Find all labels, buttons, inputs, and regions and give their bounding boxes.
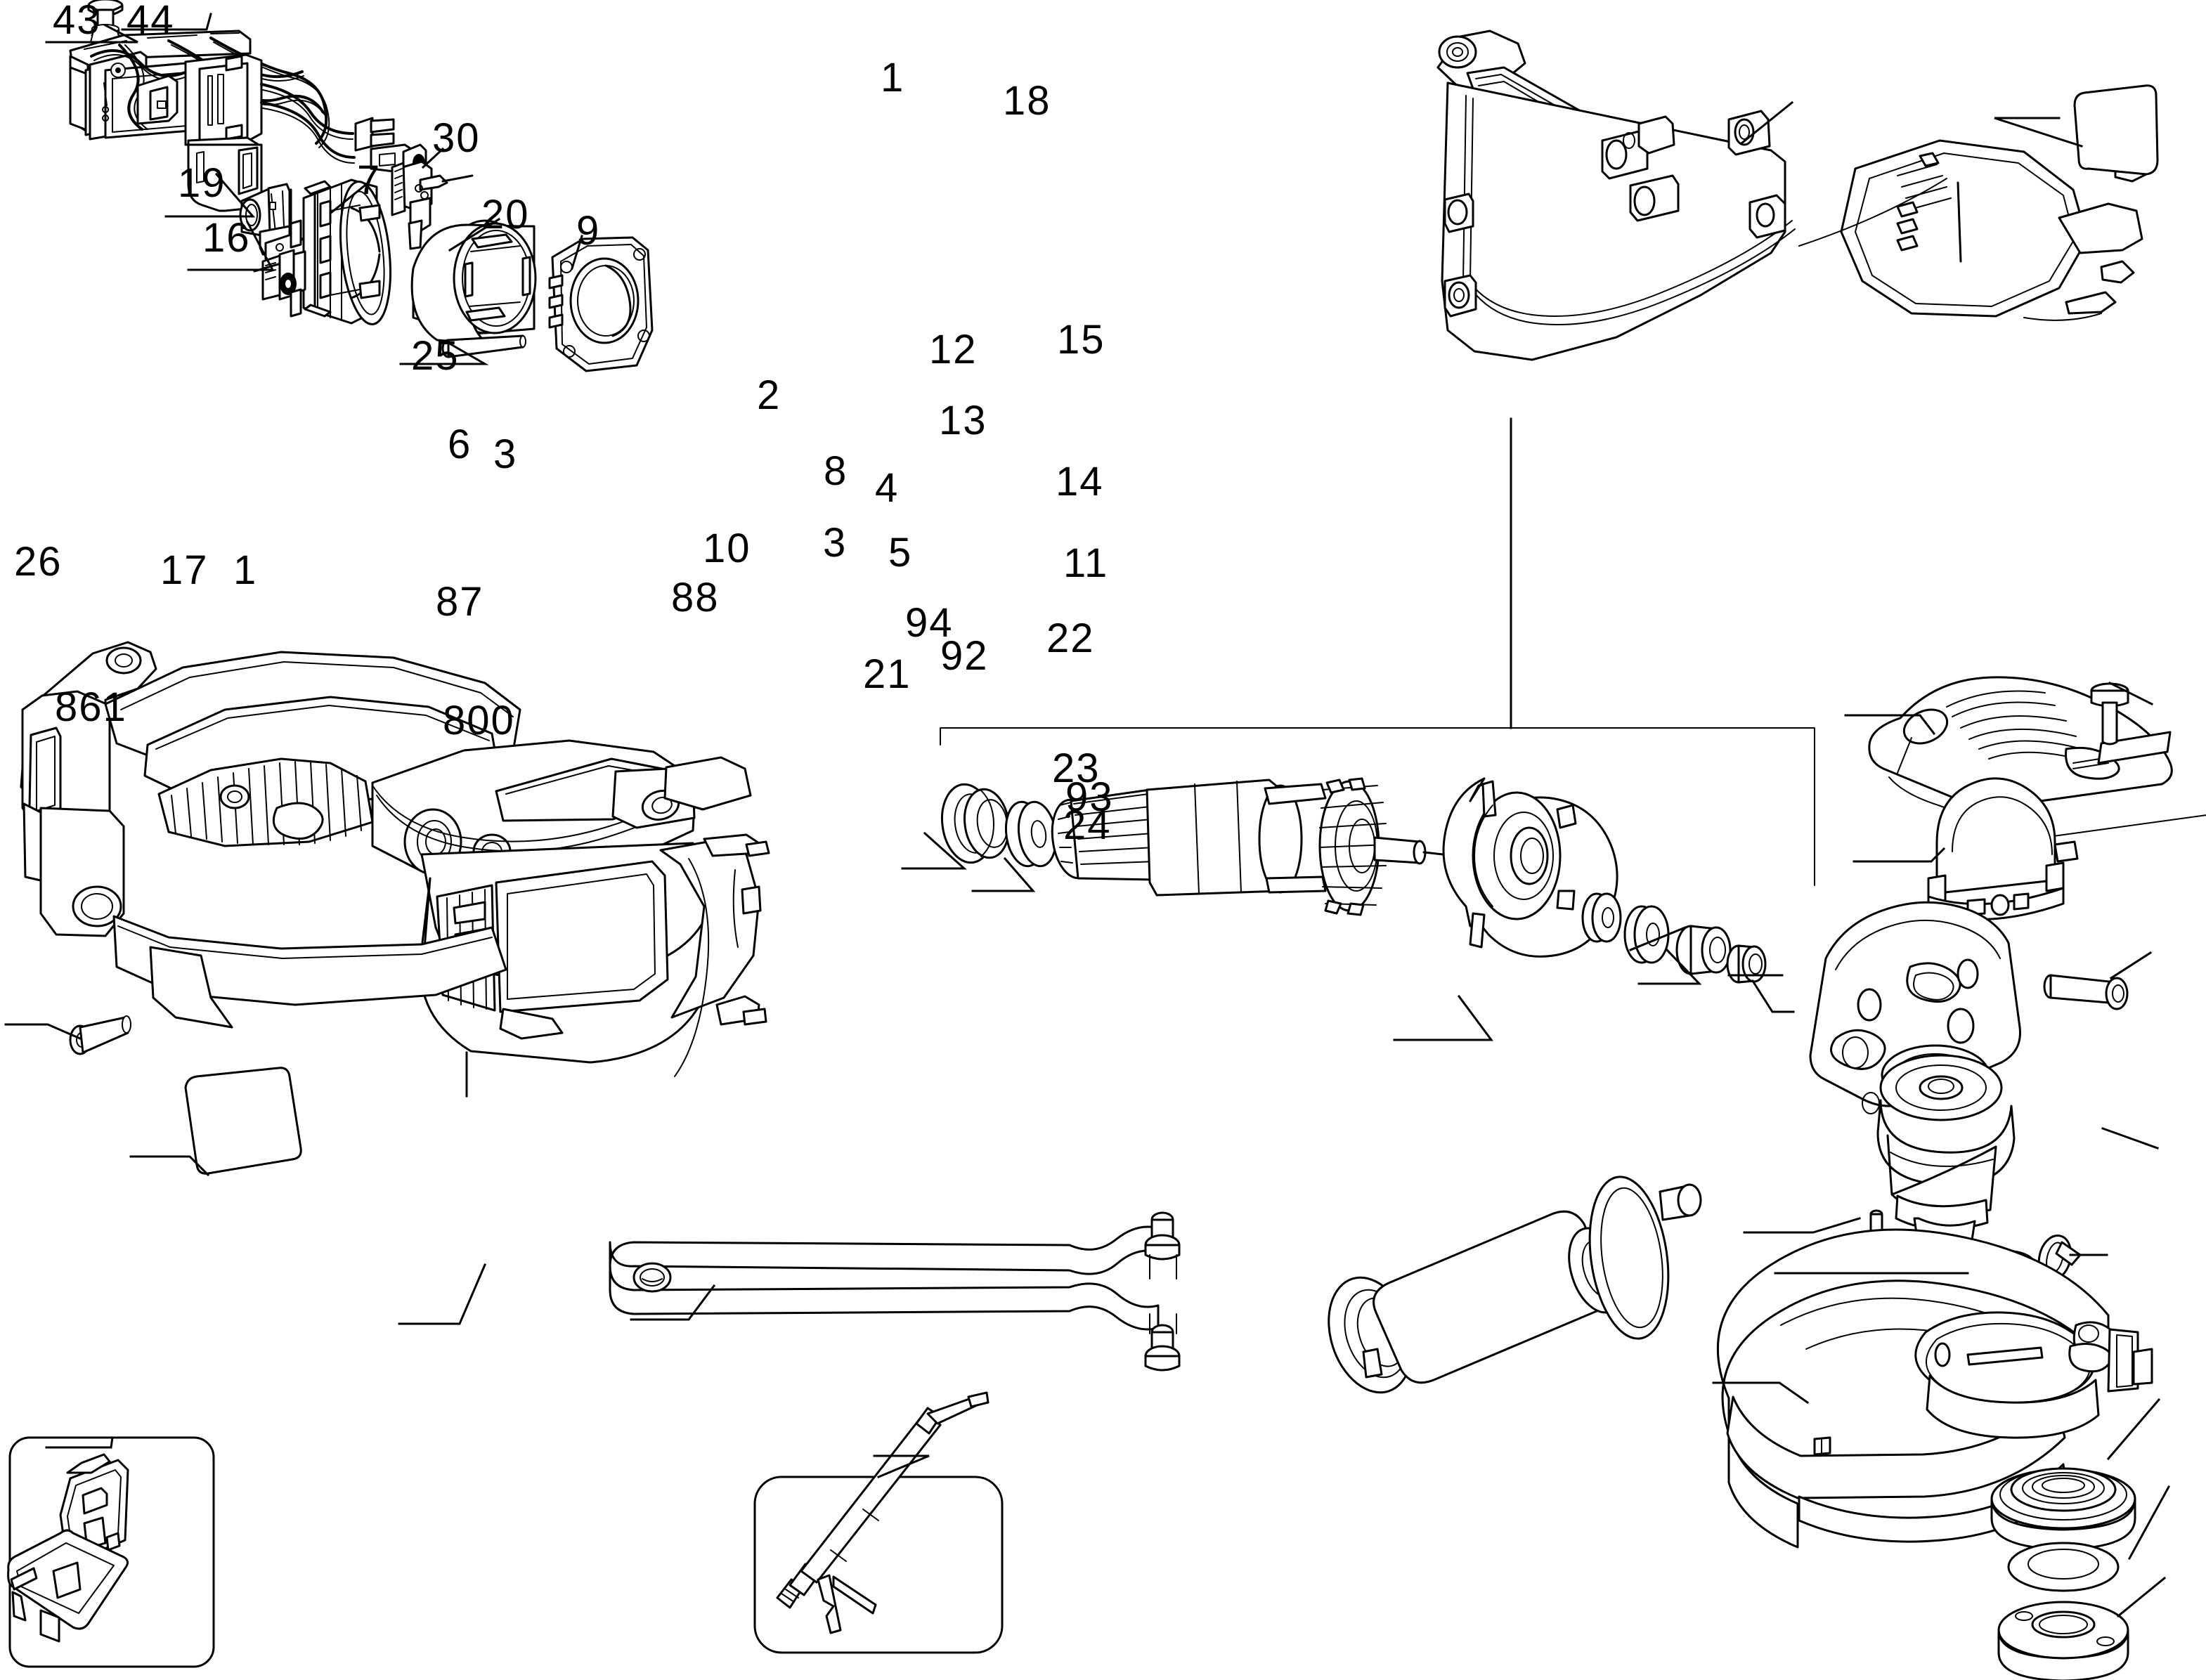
- callout-5-retaining-nut: 5: [888, 530, 913, 575]
- part-44-lock-button: [87, 0, 124, 28]
- part-861-kit-box: [7, 1453, 129, 1643]
- callout-15-screw: 15: [1057, 317, 1105, 363]
- callout-26-pin: 26: [14, 539, 63, 585]
- part-1-housing-half-right: [1436, 30, 2150, 361]
- part-9-baffle-plate: [548, 236, 654, 372]
- callout-1-housing-half: 1: [233, 547, 258, 593]
- part-2-armature-bracket: [940, 727, 1815, 886]
- callout-93-washer-flange: 93: [1065, 774, 1114, 820]
- callout-1-housing-half: 1: [881, 55, 905, 100]
- callout-2-armature-assembly: 2: [757, 372, 781, 418]
- callout-12-gear-cover: 12: [929, 327, 978, 372]
- boxed-item-861: [7, 1436, 215, 1668]
- part-12-gear-cover: [1868, 676, 2206, 838]
- part-6-bearing: [941, 783, 1010, 864]
- part-24-clamp-nut: [1997, 1601, 2129, 1680]
- callout-87-spanner-wrench: 87: [436, 579, 484, 625]
- callout-800-grease-gun: 800: [443, 698, 515, 743]
- callout-44-lock-button: 44: [126, 0, 175, 43]
- callout-11-gear-case-assembly: 11: [1063, 540, 1109, 586]
- callout-43-spring: 43: [53, 0, 101, 43]
- part-88-side-handle: [1328, 1176, 1702, 1394]
- callout-861-kit-box: 861: [55, 684, 127, 730]
- callout-94-screw-small: 94: [905, 600, 954, 646]
- part-19-switch-assembly: [69, 30, 415, 212]
- part-13-gear-cover-seal: [1927, 777, 2079, 921]
- boxed-item-800: [753, 1391, 1004, 1654]
- part-10-fan: [1442, 777, 1618, 958]
- callout-23-backing-flange: 23: [1052, 745, 1101, 791]
- part-8-washer-small: [1581, 892, 1622, 943]
- part-14-screw-gearcase: [2043, 974, 2129, 1010]
- part-26-pin: [69, 1015, 131, 1055]
- callout-18-label-plate: 18: [1003, 78, 1051, 124]
- part-23-backing-flange: [1990, 1467, 2136, 1551]
- part-1-housing-assembly-left: [20, 641, 770, 1077]
- part-21-wheel-guard: [1716, 1228, 2153, 1549]
- part-5-retaining-nut: [1726, 944, 1767, 984]
- callout-14-screw-gearcase: 14: [1056, 459, 1104, 504]
- callout-3-washer: 3: [823, 520, 848, 566]
- part-3-washer-left: [1004, 800, 1058, 868]
- callout-88-side-handle: 88: [671, 575, 720, 620]
- part-brush-spring-lower: [253, 219, 306, 318]
- part-armature-rotor: [1051, 777, 1469, 916]
- callout-7-brush-holder-bracket: 7: [357, 157, 382, 203]
- callout-20-field-stator: 20: [481, 192, 530, 237]
- part-30-brush-terminal: [391, 143, 474, 250]
- callout-30-brush-and-terminal: 30: [432, 115, 481, 161]
- callout-24-clamp-nut: 24: [1063, 802, 1112, 848]
- part-93-washer-flange: [2007, 1542, 2120, 1592]
- callout-92-o-ring: 92: [940, 633, 989, 679]
- callout-22-spring-clip: 22: [1046, 616, 1095, 661]
- callout-4-bearing-small: 4: [875, 465, 900, 511]
- callout-17-nameplate-label: 17: [160, 547, 209, 593]
- part-17-nameplate: [184, 1067, 302, 1175]
- part-4-bearing-small: [1675, 925, 1732, 975]
- callout-16-brush-holder-cap: 16: [202, 215, 251, 261]
- callout-21-wheel-guard: 21: [863, 651, 911, 697]
- callout-25-screw-long: 25: [411, 333, 460, 379]
- callout-6-bearing: 6: [448, 422, 472, 467]
- part-16-brush-cap: [239, 183, 292, 256]
- callout-9-baffle-plate: 9: [576, 208, 601, 254]
- part-18-label-plate: [2073, 84, 2159, 176]
- part-11-gear-case: [1809, 901, 2021, 1279]
- callout-8-washer-small: 8: [824, 448, 848, 494]
- part-87-spanner-wrench: [609, 1211, 1181, 1372]
- callout-10-fan: 10: [703, 526, 751, 571]
- leader-lines: [4, 13, 2171, 1618]
- callout-13-gear-cover-seal: 13: [939, 398, 987, 443]
- part-20-field-stator: [410, 219, 537, 346]
- callout-3-washer: 3: [493, 431, 518, 477]
- callout-19-switch-assembly: 19: [178, 160, 226, 206]
